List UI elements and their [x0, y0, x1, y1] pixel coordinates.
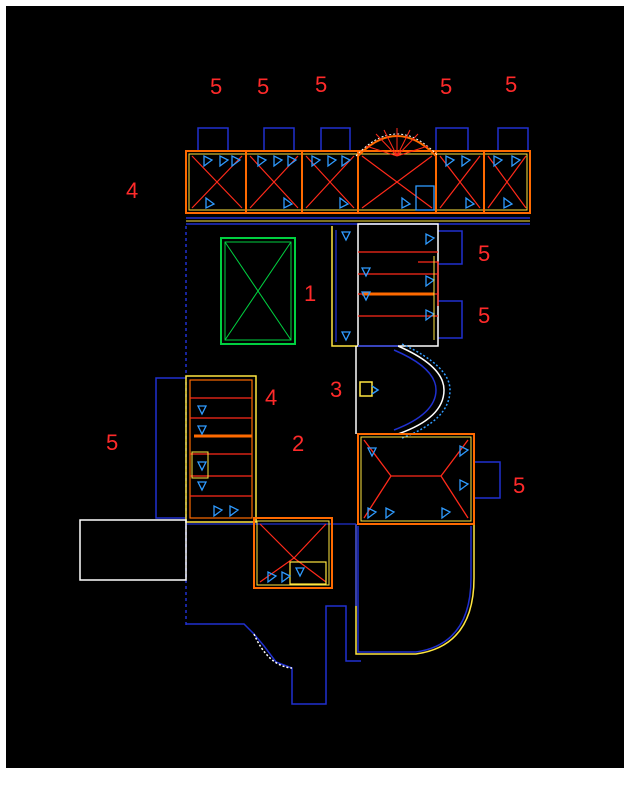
bay-right-2	[438, 300, 463, 339]
label-top-3: 5	[315, 72, 327, 97]
bay-right-3	[474, 461, 501, 499]
courtyard-void	[220, 237, 296, 345]
left-block-inner	[189, 379, 253, 519]
rm-frame	[357, 433, 475, 525]
bc-inner	[256, 520, 330, 586]
left-block-rooms	[190, 397, 252, 497]
left-block-closet	[191, 451, 209, 479]
outer-wall-right-curve	[355, 524, 475, 655]
right-upper-block	[331, 223, 439, 347]
label-right-2: 5	[478, 303, 490, 328]
bay-left	[155, 377, 186, 519]
label-center-2: 2	[292, 431, 304, 456]
bottom-center-room	[253, 517, 333, 589]
bay-4	[435, 127, 469, 151]
outer-wall-right-curve-inner	[357, 526, 472, 653]
label-left-5: 5	[106, 430, 118, 455]
void-inner	[224, 241, 292, 341]
bay-2	[263, 127, 295, 151]
bay-3	[320, 127, 351, 151]
rm-roof	[363, 439, 469, 519]
outer-wall-bottom-left	[186, 605, 361, 705]
top-room-roofs	[191, 155, 527, 209]
bay-1	[197, 127, 229, 151]
label-left-4: 4	[126, 178, 138, 203]
label-center-3: 3	[330, 377, 342, 402]
rm-doors	[366, 444, 470, 520]
outer-wall-bottom-arc	[253, 633, 293, 669]
right-middle-room	[357, 433, 475, 525]
bay-right-1	[438, 230, 463, 265]
area-labels: 5 5 5 5 5 4 5 5 1 3 4 2 5 5	[106, 72, 525, 498]
outer-outline	[185, 226, 475, 705]
foyer-arc-inner	[393, 349, 437, 431]
foyer-entry	[359, 381, 373, 397]
stair-treads	[365, 128, 429, 157]
right-block-doors	[340, 231, 436, 342]
bc-closet	[289, 561, 327, 585]
left-middle-block	[185, 375, 356, 525]
top-door-swings	[203, 154, 522, 211]
label-center-1: 1	[304, 281, 316, 306]
top-row-dividers	[245, 151, 485, 213]
bc-frame	[253, 517, 333, 589]
left-garage	[79, 519, 187, 581]
label-top-4: 5	[440, 74, 452, 99]
label-right-3: 5	[513, 473, 525, 498]
top-room-row	[185, 128, 531, 225]
foyer-arc-outer	[397, 345, 445, 435]
foyer-arc-dash	[401, 343, 451, 439]
void-cross	[224, 241, 292, 341]
void-frame	[220, 237, 296, 345]
label-right-1: 5	[478, 241, 490, 266]
foyer	[355, 343, 451, 439]
floor-plan-drawing: 5 5 5 5 5 4 5 5 1 3 4 2 5 5	[79, 72, 531, 705]
garage-outline	[79, 519, 187, 581]
left-block-frame	[185, 375, 257, 523]
bay-5	[497, 127, 529, 151]
rm-inner	[360, 436, 472, 522]
bc-doors	[267, 567, 306, 584]
label-top-5: 5	[505, 72, 517, 97]
label-mid-4: 4	[265, 385, 277, 410]
corridor-upper	[331, 226, 358, 347]
label-top-2: 5	[257, 74, 269, 99]
left-block-doors	[196, 405, 240, 518]
label-top-1: 5	[210, 74, 222, 99]
foyer-entry-door	[371, 385, 380, 395]
floor-plan-canvas: 5 5 5 5 5 4 5 5 1 3 4 2 5 5	[6, 6, 624, 768]
top-window-bays	[155, 127, 529, 519]
